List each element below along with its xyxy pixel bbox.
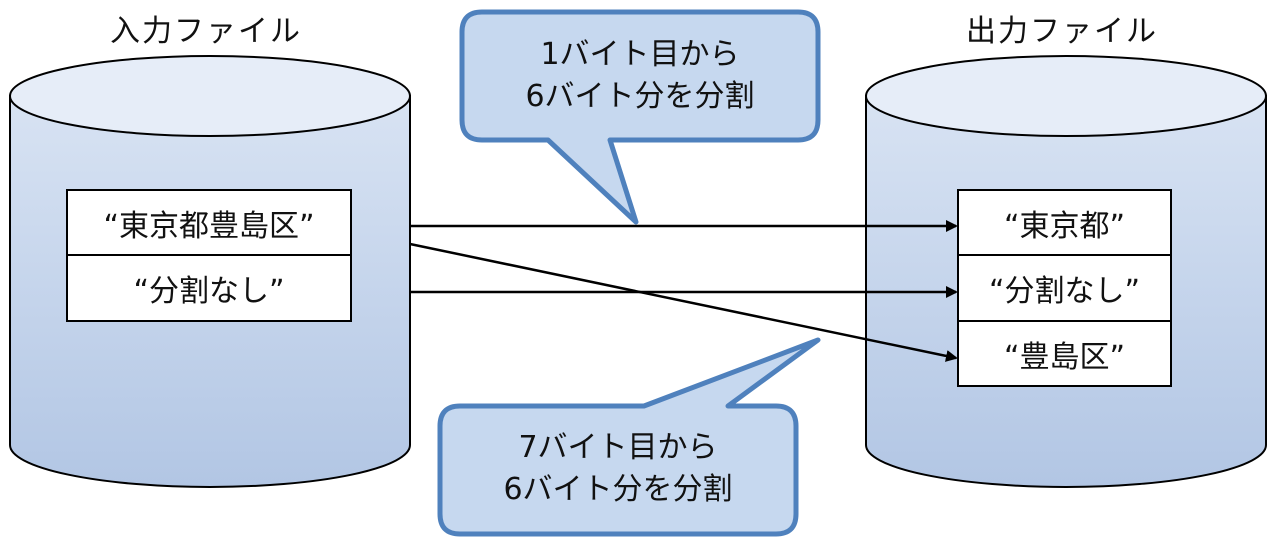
callout-top-line1: 1バイト目から <box>540 37 740 72</box>
callout-bottom-line2: 6バイト分を分割 <box>503 472 733 507</box>
input-file-label: 入力ファイル <box>110 14 302 49</box>
output-record-1: “東京都” <box>957 189 1172 256</box>
callout-bottom-text: 7バイト目から 6バイト分を分割 <box>440 427 796 511</box>
callout-bottom-shape <box>437 337 821 537</box>
output-record-3: “豊島区” <box>957 320 1172 387</box>
callout-top-line2: 6バイト分を分割 <box>525 79 755 114</box>
output-file-label: 出力ファイル <box>966 14 1158 49</box>
input-record-2: “分割なし” <box>66 254 352 322</box>
input-record-1: “東京都豊島区” <box>66 189 352 256</box>
output-record-2: “分割なし” <box>957 254 1172 322</box>
callout-top-text: 1バイト目から 6バイト分を分割 <box>462 34 818 118</box>
callout-bottom-line1: 7バイト目から <box>518 430 718 465</box>
callout-top-shape <box>459 9 821 225</box>
arrow-toshima <box>409 242 958 362</box>
